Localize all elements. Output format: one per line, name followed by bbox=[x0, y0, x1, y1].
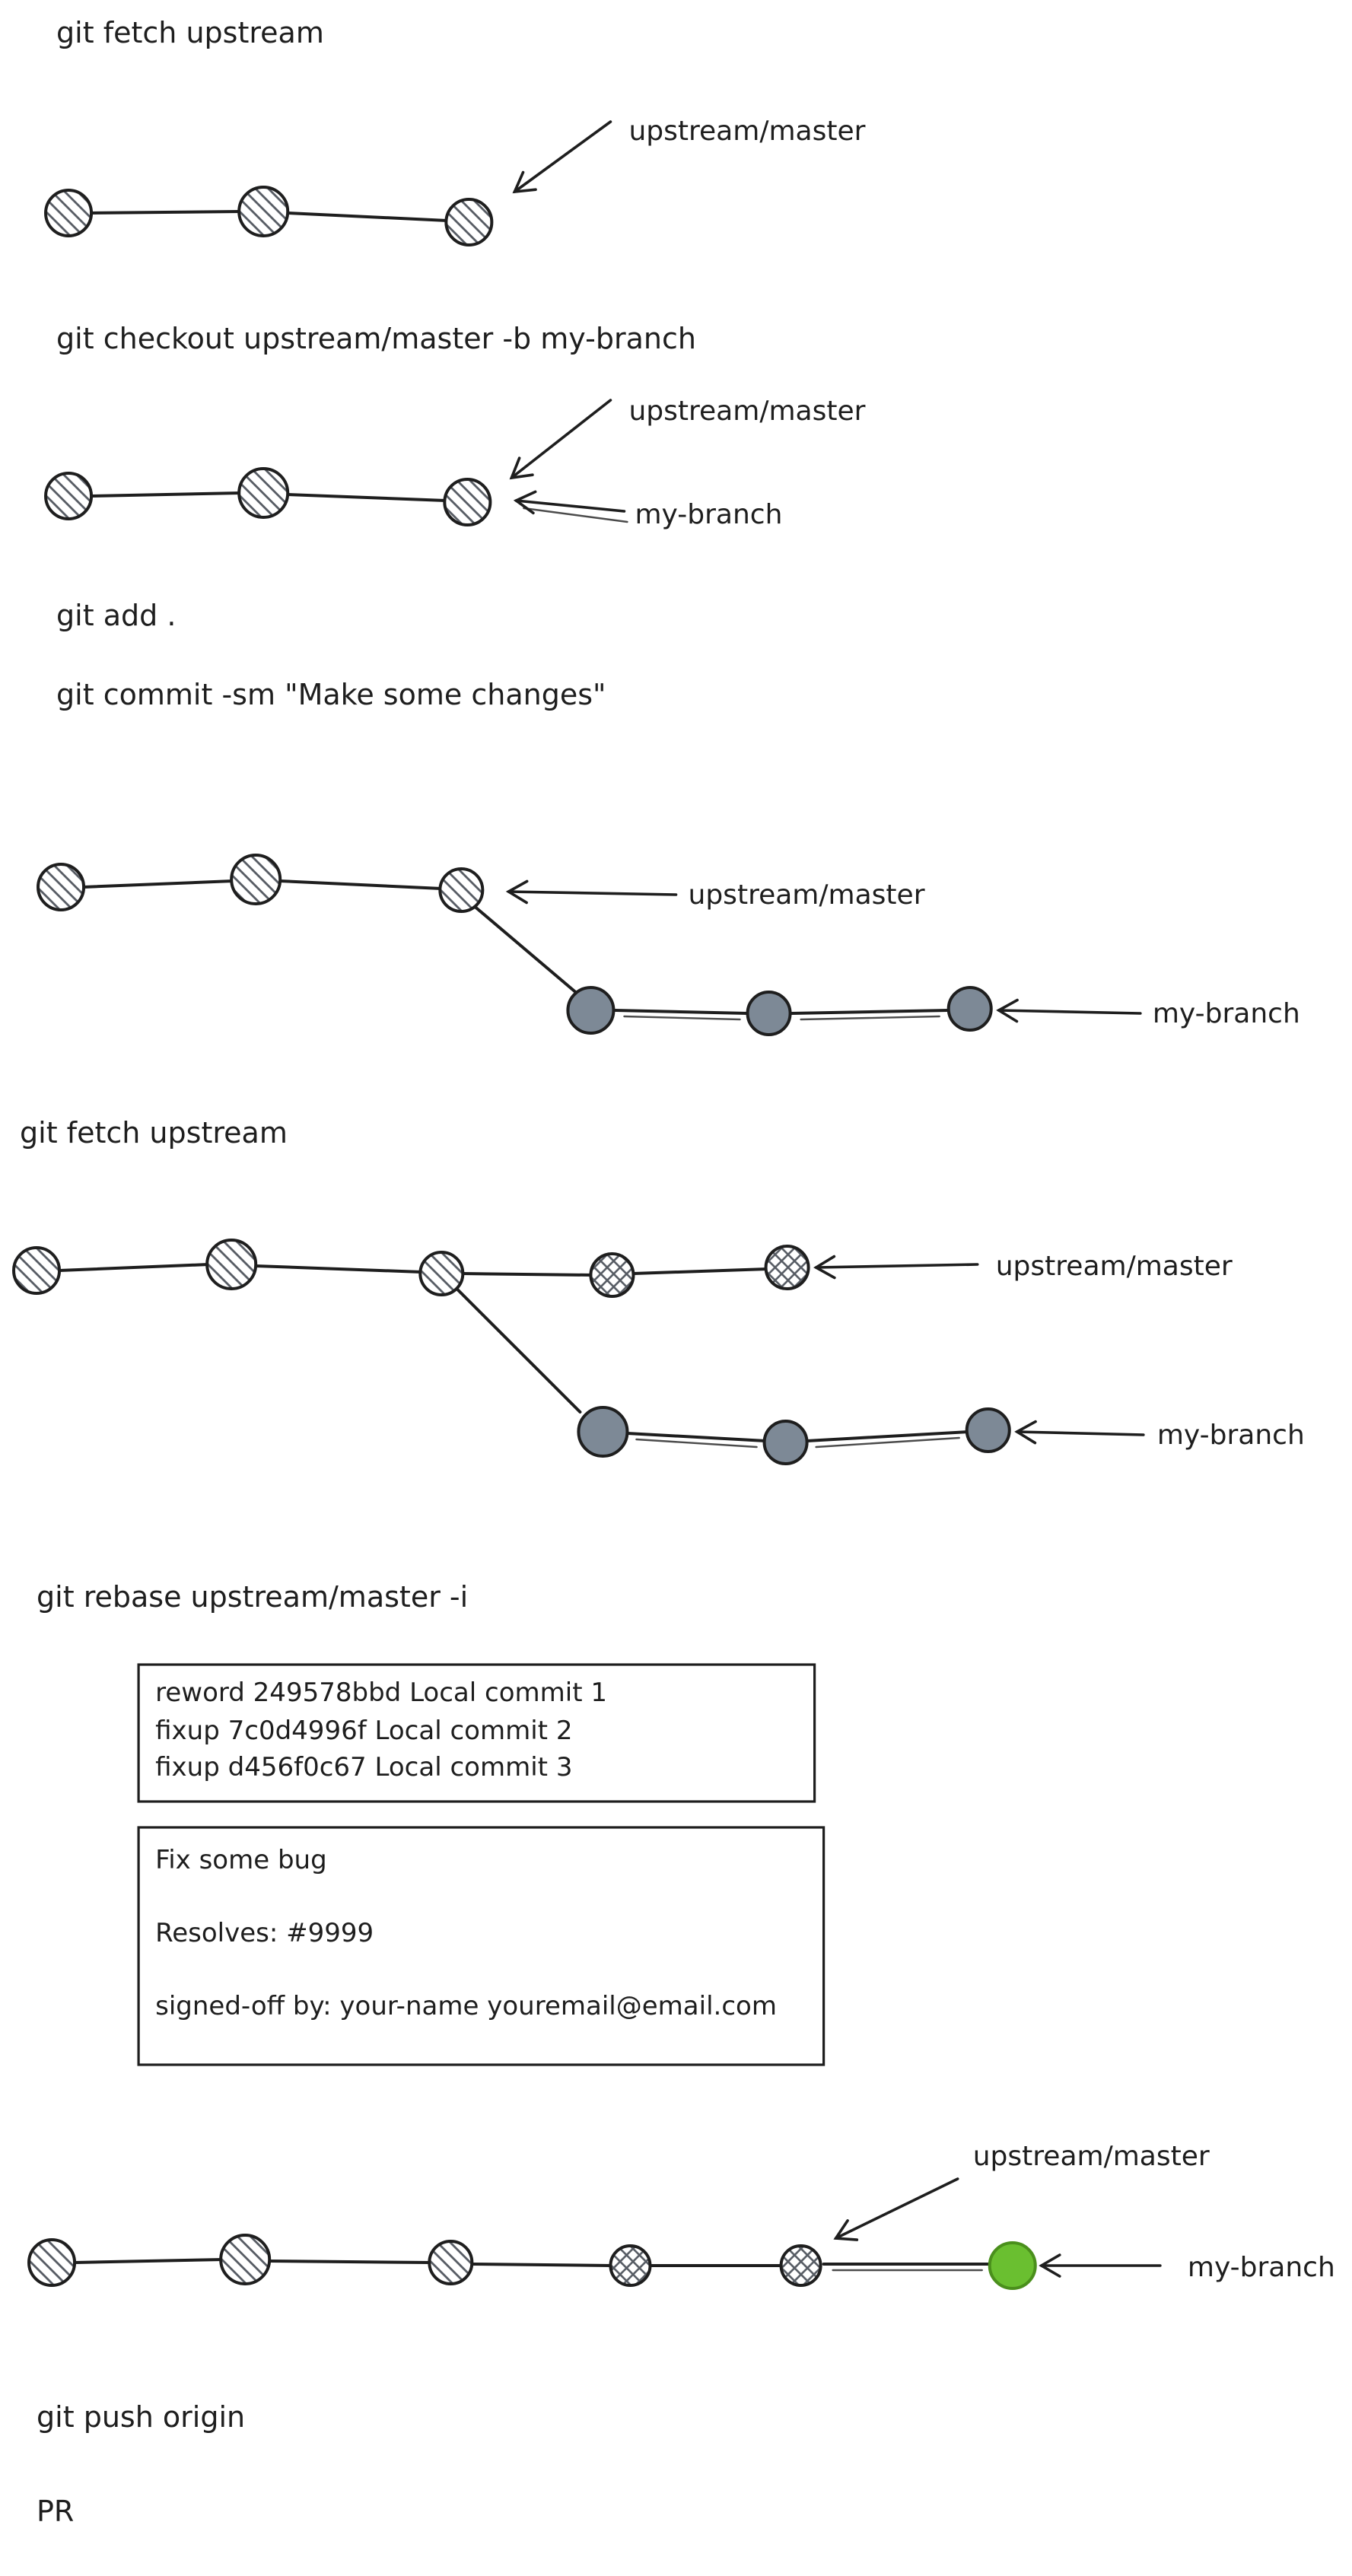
step7-push-pr: git push origin PR bbox=[37, 2400, 245, 2528]
step4-fetch-upstream-diverged: git fetch upstream upstream/master my-br… bbox=[12, 1116, 1305, 1465]
my-branch-label: my-branch bbox=[1188, 2252, 1335, 2283]
commit-node-hatched bbox=[219, 2234, 272, 2285]
commit-node-gray bbox=[577, 1406, 629, 1458]
commit-node-hatched bbox=[12, 1246, 62, 1295]
commit-node-hatched bbox=[37, 863, 86, 911]
branch-edge bbox=[455, 1287, 582, 1414]
commit-edge-sketch-line bbox=[800, 1015, 940, 1021]
commit-node-crosshatched bbox=[609, 2244, 652, 2287]
step7-push-command-text: git push origin bbox=[37, 2400, 245, 2434]
commit-message-line: signed-off by: your-name youremail@email… bbox=[155, 1991, 777, 2021]
upstream-master-arrow bbox=[505, 879, 678, 905]
commit-node-hatched bbox=[237, 467, 290, 519]
commit-edge bbox=[268, 2260, 433, 2264]
upstream-master-label: upstream/master bbox=[689, 879, 925, 911]
step1-command-text: git fetch upstream bbox=[56, 16, 324, 49]
commit-edge bbox=[613, 1009, 749, 1015]
upstream-master-label: upstream/master bbox=[996, 1251, 1233, 1282]
commit-message-line: Resolves: #9999 bbox=[155, 1918, 374, 1948]
step2-command-text: git checkout upstream/master -b my-branc… bbox=[56, 322, 696, 355]
commit-edge bbox=[58, 1263, 211, 1272]
commit-node-gray bbox=[946, 986, 993, 1032]
commit-node-hatched bbox=[443, 478, 492, 526]
my-branch-arrow bbox=[1014, 1420, 1145, 1445]
commit-node-crosshatched bbox=[589, 1252, 635, 1298]
commit-edge bbox=[254, 1264, 424, 1274]
my-branch-label: my-branch bbox=[1157, 1420, 1305, 1451]
upstream-master-arrow bbox=[509, 399, 612, 480]
step5-command-text: git rebase upstream/master -i bbox=[37, 1580, 468, 1614]
upstream-master-arrow bbox=[833, 2177, 959, 2241]
my-branch-label: my-branch bbox=[1153, 998, 1300, 1029]
commit-node-crosshatched bbox=[779, 2244, 822, 2287]
upstream-master-arrow bbox=[512, 120, 612, 194]
commit-node-green bbox=[988, 2241, 1037, 2290]
my-branch-arrow bbox=[996, 998, 1142, 1023]
step7-pr-text: PR bbox=[37, 2495, 74, 2528]
commit-node-hatched bbox=[444, 198, 494, 246]
rebase-todo-box bbox=[137, 1663, 816, 1803]
commit-edge bbox=[90, 491, 243, 498]
my-branch-arrow bbox=[513, 490, 626, 515]
step4-command-text: git fetch upstream bbox=[20, 1116, 288, 1150]
commit-node-gray bbox=[566, 986, 616, 1035]
commit-edge bbox=[90, 210, 243, 215]
commit-edge bbox=[625, 1432, 768, 1442]
my-branch-arrow-sketch-line bbox=[523, 507, 628, 523]
commit-edge-sketch-line bbox=[815, 1436, 960, 1449]
commit-node-gray bbox=[965, 1407, 1011, 1453]
rebase-todo-line: fixup 7c0d4996f Local commit 2 bbox=[155, 1716, 572, 1746]
step5-rebase-interactive: git rebase upstream/master -i reword 249… bbox=[37, 1580, 826, 2066]
commit-node-hatched bbox=[237, 186, 290, 237]
step6-rebased-history: upstream/master my-branch bbox=[27, 2141, 1335, 2290]
commit-node-hatched bbox=[418, 1251, 465, 1296]
commit-edge bbox=[286, 493, 448, 502]
upstream-master-label: upstream/master bbox=[973, 2141, 1210, 2172]
step3-commit-command-text: git commit -sm "Make some changes" bbox=[56, 678, 606, 711]
commit-node-hatched bbox=[205, 1239, 258, 1290]
upstream-master-label: upstream/master bbox=[628, 116, 865, 147]
upstream-master-arrow bbox=[813, 1255, 979, 1280]
commit-edge bbox=[278, 879, 444, 890]
commit-edge bbox=[286, 211, 450, 222]
step1-fetch-upstream: git fetch upstream upstream/master bbox=[44, 16, 866, 246]
commit-node-hatched bbox=[230, 854, 282, 905]
rebase-todo-line: fixup d456f0c67 Local commit 3 bbox=[155, 1752, 572, 1783]
commit-node-gray bbox=[762, 1420, 809, 1465]
commit-message-box bbox=[137, 1826, 826, 2066]
commit-edge bbox=[470, 2263, 614, 2267]
commit-node-hatched bbox=[44, 472, 94, 520]
commit-node-hatched bbox=[44, 189, 94, 237]
upstream-master-label: upstream/master bbox=[628, 396, 865, 427]
step2-checkout-branch: git checkout upstream/master -b my-branc… bbox=[44, 322, 866, 530]
commit-edge bbox=[790, 1009, 950, 1015]
commit-edge bbox=[631, 1267, 769, 1275]
commit-edge bbox=[73, 2258, 224, 2264]
step3-add-command-text: git add . bbox=[56, 599, 176, 632]
commit-edge bbox=[461, 1272, 594, 1277]
commit-node-hatched bbox=[27, 2238, 77, 2287]
commit-edge bbox=[805, 1430, 970, 1442]
commit-node-hatched bbox=[438, 867, 485, 913]
my-branch-label: my-branch bbox=[635, 499, 782, 530]
commit-node-hatched bbox=[428, 2240, 474, 2285]
commit-node-crosshatched bbox=[764, 1245, 810, 1290]
commit-edge bbox=[82, 879, 235, 889]
commit-message-line: Fix some bug bbox=[155, 1845, 327, 1875]
branch-edge bbox=[473, 905, 577, 994]
step3-add-commit: git add . git commit -sm "Make some chan… bbox=[37, 599, 1300, 1036]
rebase-todo-line: reword 249578bbd Local commit 1 bbox=[155, 1678, 607, 1708]
commit-edge-sketch-line bbox=[623, 1015, 741, 1021]
commit-node-gray bbox=[746, 991, 792, 1036]
commit-edge-sketch-line bbox=[635, 1438, 758, 1449]
